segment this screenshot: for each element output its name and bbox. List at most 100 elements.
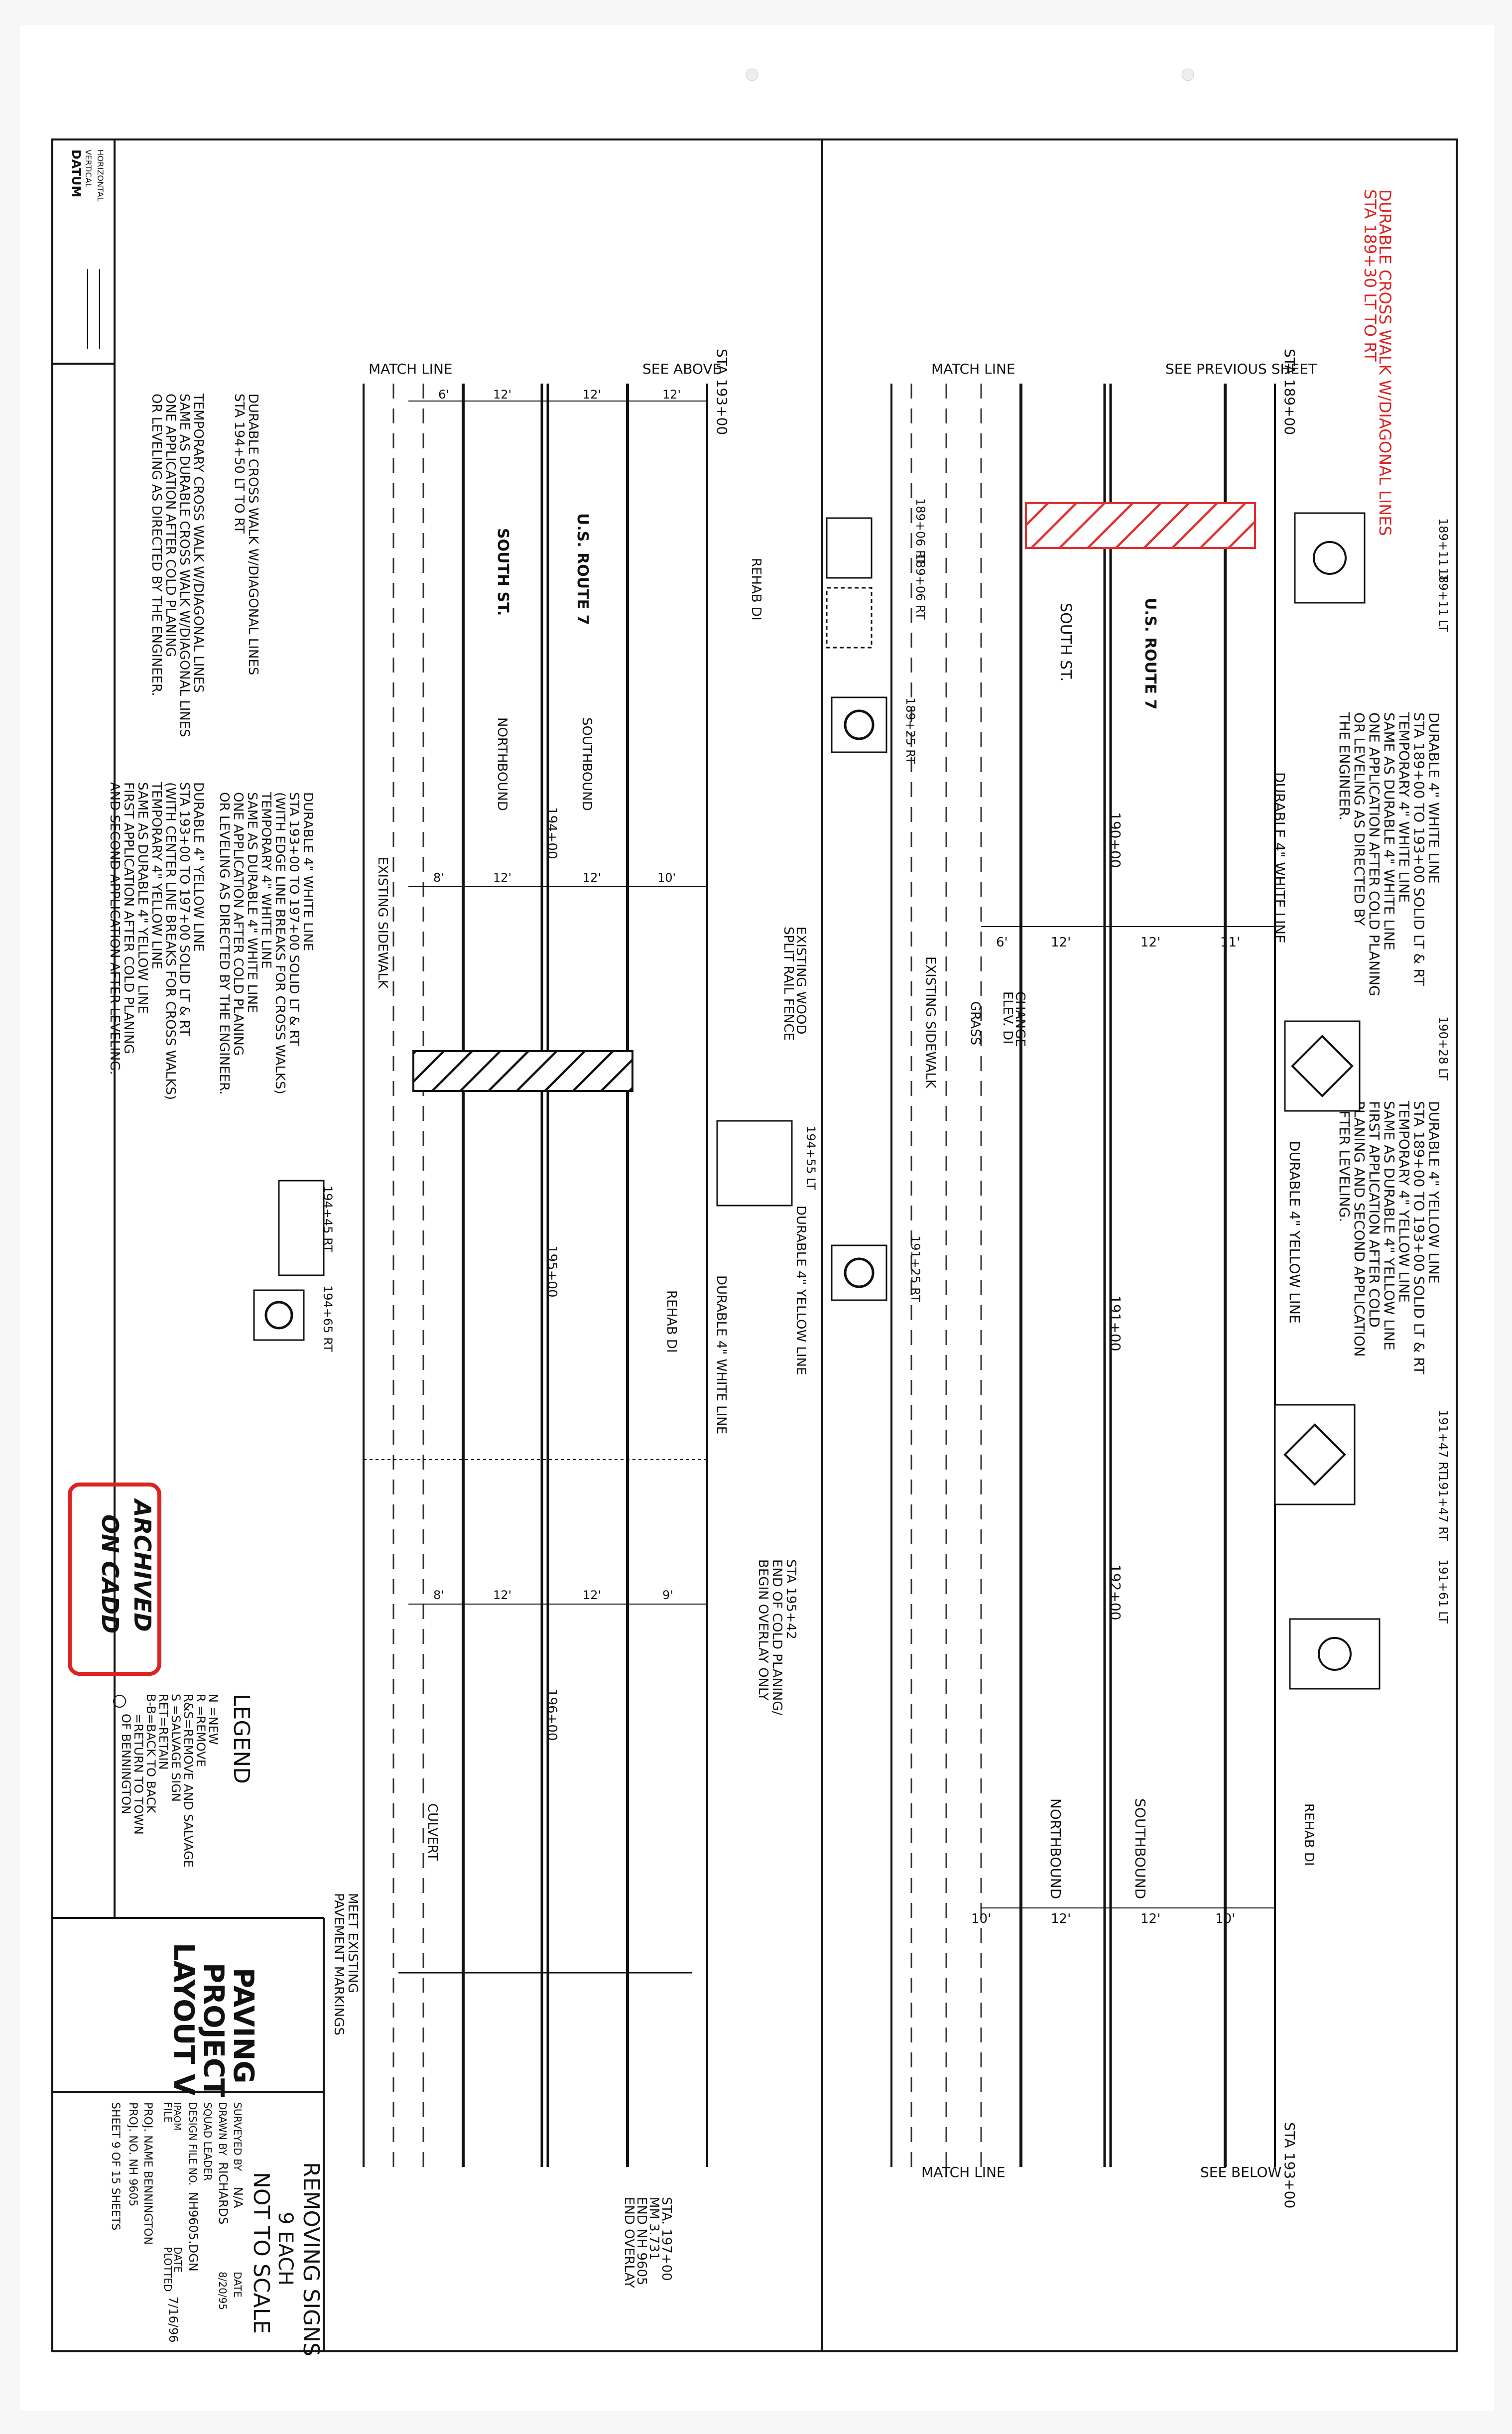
title-block: PAVING PROJECT LAYOUT V SURVEYED BY N/A … — [52, 1943, 324, 2343]
svg-text:NOT TO SCALE: NOT TO SCALE — [249, 2172, 274, 2334]
svg-text:OR LEVELING AS DIRECTED BY THE: OR LEVELING AS DIRECTED BY THE ENGINEER. — [149, 394, 164, 696]
svg-text:SHEET 9 OF 15 SHEETS: SHEET 9 OF 15 SHEETS — [109, 2102, 122, 2230]
svg-text:SURVEYED BY: SURVEYED BY — [232, 2102, 244, 2171]
sheet-border — [51, 138, 1458, 2352]
svg-text:REHAB DI: REHAB DI — [749, 558, 763, 621]
svg-text:ELEV. DI: ELEV. DI — [1000, 991, 1015, 1044]
svg-text:12': 12' — [1140, 1911, 1160, 1926]
svg-text:189+06 RT: 189+06 RT — [913, 498, 927, 565]
svg-text:AFTER LEVELING.: AFTER LEVELING. — [1336, 1101, 1353, 1222]
svg-text:MEET EXISTING: MEET EXISTING — [345, 1893, 360, 1993]
svg-text:PROJECT: PROJECT — [197, 1963, 230, 2097]
svg-text:6': 6' — [438, 388, 449, 402]
svg-text:LAYOUT V: LAYOUT V — [167, 1943, 200, 2096]
svg-text:191+61 LT: 191+61 LT — [1436, 1559, 1450, 1623]
svg-text:191+47 RT: 191+47 RT — [1436, 1410, 1450, 1477]
svg-text:NORTHBOUND: NORTHBOUND — [1047, 1798, 1064, 1899]
svg-text:PLANING AND SECOND APPLICATION: PLANING AND SECOND APPLICATION — [1351, 1101, 1368, 1357]
svg-text:DURABLE CROSS WALK W/DIAGONAL: DURABLE CROSS WALK W/DIAGONAL LINES — [246, 394, 260, 675]
svg-text:NH9605.DGN: NH9605.DGN — [186, 2192, 200, 2272]
svg-text:12': 12' — [493, 1588, 511, 1602]
svg-text:EXISTING SIDEWALK: EXISTING SIDEWALK — [923, 956, 938, 1088]
svg-text:192+00: 192+00 — [1107, 1564, 1124, 1621]
sign-no-turn-icon — [253, 1289, 305, 1341]
svg-text:6': 6' — [996, 935, 1008, 950]
svg-text:END OVERLAY: END OVERLAY — [622, 2197, 636, 2288]
svg-text:SOUTHBOUND: SOUTHBOUND — [579, 717, 594, 811]
svg-text:DATUM: DATUM — [69, 149, 83, 197]
svg-text:EXISTING SIDEWALK: EXISTING SIDEWALK — [375, 857, 390, 989]
svg-text:194+65 RT: 194+65 RT — [321, 1285, 335, 1352]
svg-text:10': 10' — [1215, 1911, 1235, 1926]
svg-text:12': 12' — [583, 388, 601, 402]
svg-text:STA 193+00 TO 197+00 SOLID LT: STA 193+00 TO 197+00 SOLID LT & RT — [286, 792, 301, 1046]
svg-text:R&S=REMOVE AND SALVAGE: R&S=REMOVE AND SALVAGE — [181, 1694, 195, 1868]
svg-text:ARCHIVED: ARCHIVED — [129, 1498, 156, 1632]
svg-text:MATCH LINE: MATCH LINE — [369, 361, 453, 377]
svg-text:S =SALVAGE SIGN: S =SALVAGE SIGN — [169, 1694, 183, 1802]
crosswalk-hatch — [1025, 502, 1256, 549]
sign-no-turn-icon — [831, 1244, 887, 1301]
svg-text:PAVEMENT MARKINGS: PAVEMENT MARKINGS — [331, 1893, 346, 2035]
punch-hole — [746, 68, 758, 81]
removing-signs-note: REMOVING SIGNS 9 EACH NOT TO SCALE — [249, 2162, 324, 2356]
svg-text:OF BENNINGTON: OF BENNINGTON — [119, 1714, 133, 1814]
svg-text:189+06 RT: 189+06 RT — [913, 553, 927, 620]
svg-text:9 EACH: 9 EACH — [274, 2212, 297, 2286]
svg-text:194+00: 194+00 — [544, 807, 559, 859]
svg-text:CULVERT: CULVERT — [425, 1803, 440, 1861]
svg-text:N/A: N/A — [231, 2187, 245, 2208]
dimension-row: 10' 12' 12' 10' — [971, 1907, 1275, 1926]
crosswalk-hatch — [412, 1050, 633, 1092]
svg-text:END NH 9605: END NH 9605 — [634, 2197, 649, 2286]
svg-text:DURABLE 4" YELLOW LINE: DURABLE 4" YELLOW LINE — [1426, 1101, 1442, 1284]
svg-text:DURABLE 4" WHITE LINE: DURABLE 4" WHITE LINE — [1426, 712, 1442, 884]
svg-text:12': 12' — [493, 871, 511, 885]
svg-text:FIRST APPLICATION AFTER COLD: FIRST APPLICATION AFTER COLD — [1366, 1101, 1383, 1328]
svg-text:FILE: FILE — [162, 2102, 174, 2123]
svg-text:12': 12' — [493, 388, 511, 402]
svg-text:STA 189+00 TO 193+00 SOLID LT: STA 189+00 TO 193+00 SOLID LT & RT — [1411, 712, 1427, 986]
svg-text:12': 12' — [662, 388, 681, 402]
svg-text:TEMPORARY 4" YELLOW LINE: TEMPORARY 4" YELLOW LINE — [1396, 1100, 1412, 1303]
white-line-notes: DURABLE 4" WHITE LINE STA 189+00 TO 193+… — [1336, 712, 1442, 996]
crosswalk-notes: DURABLE CROSS WALK W/DIAGONAL LINES STA … — [149, 393, 260, 737]
svg-text:FIRST APPLICATION AFTER COLD P: FIRST APPLICATION AFTER COLD PLANING — [121, 782, 136, 1054]
yellow-line-notes: DURABLE 4" YELLOW LINE STA 193+00 TO 197… — [107, 782, 206, 1100]
svg-text:MM 3.731: MM 3.731 — [646, 2197, 661, 2261]
svg-text:SAME AS DURABLE 4" WHITE LINE: SAME AS DURABLE 4" WHITE LINE — [245, 792, 259, 1013]
svg-text:TEMPORARY 4" WHITE LINE: TEMPORARY 4" WHITE LINE — [1396, 712, 1412, 903]
dimension-row: 6' 12' 12' 12' — [408, 388, 707, 402]
paper — [20, 25, 1494, 2411]
svg-text:EXISTING WOOD: EXISTING WOOD — [793, 927, 808, 1034]
svg-text:STA 195+42: STA 195+42 — [783, 1559, 798, 1639]
sta-end: STA 193+00 — [1281, 2122, 1298, 2208]
legend-circle-icon — [113, 1695, 126, 1708]
svg-text:STA 189+30 LT TO RT: STA 189+30 LT TO RT — [1361, 189, 1380, 362]
svg-text:B-B=BACK TO BACK: B-B=BACK TO BACK — [144, 1694, 158, 1814]
sign-pedestrian-icon — [1274, 1404, 1356, 1505]
svg-text:MATCH LINE: MATCH LINE — [921, 2164, 1006, 2180]
svg-text:REHAB DI: REHAB DI — [664, 1290, 679, 1353]
svg-text:TEMPORARY 4" WHITE LINE: TEMPORARY 4" WHITE LINE — [258, 792, 273, 969]
svg-text:TEMPORARY CROSS WALK W/DIAGONA: TEMPORARY CROSS WALK W/DIAGONAL LINES — [191, 393, 206, 693]
svg-text:11': 11' — [1220, 935, 1240, 950]
svg-text:DATE: DATE — [172, 2247, 184, 2273]
svg-text:8': 8' — [433, 1588, 444, 1602]
svg-text:SAME AS DURABLE CROSS WALK W/D: SAME AS DURABLE CROSS WALK W/DIAGONAL LI… — [177, 394, 192, 737]
dimension-row: 8' 12' 12' 10' — [408, 871, 707, 887]
svg-text:ONE APPLICATION AFTER COLD PLA: ONE APPLICATION AFTER COLD PLANING — [1366, 712, 1383, 996]
svg-text:SAME AS DURABLE 4" YELLOW LINE: SAME AS DURABLE 4" YELLOW LINE — [1381, 1101, 1397, 1351]
svg-text:SEE PREVIOUS SHEET: SEE PREVIOUS SHEET — [1165, 361, 1317, 377]
sta-start: STA 189+00 — [1281, 349, 1298, 435]
svg-text:DURABLE 4" WHITE LINE: DURABLE 4" WHITE LINE — [300, 792, 315, 951]
sign-route-9-icon — [1289, 1618, 1381, 1690]
svg-text:SPLIT RAIL FENCE: SPLIT RAIL FENCE — [781, 927, 796, 1041]
svg-text:STA 193+00 TO 197+00 SOLID LT: STA 193+00 TO 197+00 SOLID LT & RT — [177, 782, 192, 1036]
sign-pedestrian-icon — [1284, 1020, 1361, 1112]
svg-text:12': 12' — [583, 871, 601, 885]
svg-text:194+55 LT: 194+55 LT — [804, 1126, 818, 1190]
svg-text:U.S. ROUTE 7: U.S. ROUTE 7 — [574, 513, 591, 625]
svg-text:189+11 LT: 189+11 LT — [1436, 568, 1450, 632]
